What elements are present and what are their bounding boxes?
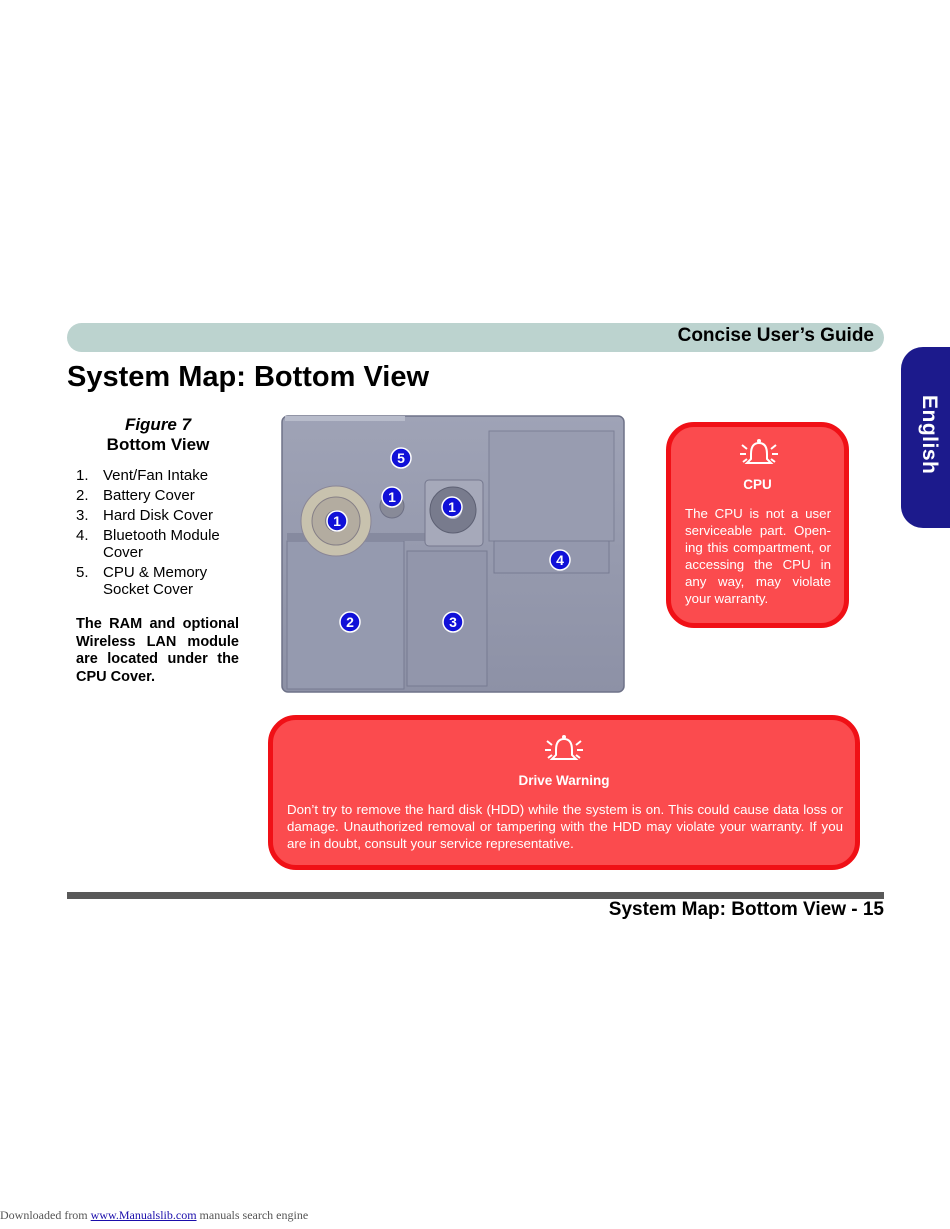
callout-badge: 1 (326, 510, 348, 532)
legend-item-label: CPU & Memory Socket Cover (103, 564, 208, 598)
legend-item-label: Vent/Fan Intake (103, 467, 209, 484)
legend-item: 4. Bluetooth Module Cover (76, 527, 246, 561)
drive-warning-title: Drive Warning (518, 773, 610, 788)
legend-item-number: 2. (76, 487, 89, 504)
cpu-warning-box: CPU The CPU is not a user serviceable pa… (666, 422, 849, 628)
callout-number: 1 (333, 513, 341, 529)
callout-number: 3 (449, 614, 457, 630)
legend-item-number: 3. (76, 507, 89, 524)
footer-rule (67, 892, 884, 899)
language-tab[interactable]: English (901, 347, 950, 528)
legend-item-number: 1. (76, 467, 89, 484)
legend-item: 2. Battery Cover (76, 487, 246, 504)
bell-alarm-icon (545, 735, 583, 760)
drive-warning-text: Don’t try to remove the hard disk (HDD) … (287, 802, 843, 851)
header-bar: Concise User’s Guide (67, 323, 884, 352)
callout-badge: 1 (441, 496, 463, 518)
callout-badge: 2 (339, 611, 361, 633)
legend-item-number: 5. (76, 564, 89, 581)
figure-number: Figure 7 (124, 415, 192, 434)
legend-item: 3. Hard Disk Cover (76, 507, 246, 524)
download-notice: Downloaded from www.Manualslib.com manua… (0, 1208, 308, 1223)
legend-item-label: Bluetooth Module Cover (103, 527, 220, 561)
ram-wlan-note: The RAM and optional Wireless LAN module… (76, 616, 239, 685)
callout-badge: 5 (390, 447, 412, 469)
language-tab-label: English (918, 395, 941, 475)
bell-alarm-icon (740, 439, 778, 464)
cpu-warning-text: The CPU is not a user serviceable part. … (685, 506, 831, 606)
callout-badge: 3 (442, 611, 464, 633)
figure-caption: Bottom View (106, 435, 210, 454)
callout-number: 4 (556, 552, 564, 568)
figure-legend: 1. Vent/Fan Intake 2. Battery Cover 3. Hard… (76, 467, 246, 601)
drive-warning-box: Drive Warning Don’t try to remove the ha… (268, 715, 860, 870)
callout-number: 2 (346, 614, 354, 630)
callout-badge: 4 (549, 549, 571, 571)
callout-number: 1 (388, 489, 396, 505)
cpu-warning-title: CPU (743, 477, 772, 492)
callout-badge: 1 (381, 486, 403, 508)
legend-item-label: Hard Disk Cover (103, 507, 214, 524)
legend-item-label: Battery Cover (103, 487, 195, 504)
guide-title: Concise User’s Guide (677, 325, 874, 346)
footer-page-label: System Map: Bottom View - 15 (608, 899, 884, 920)
legend-item: 5. CPU & Memory Socket Cover (76, 564, 246, 598)
laptop-bottom-photo: 5 1 1 1 4 2 3 (281, 415, 625, 693)
callout-number: 5 (397, 450, 405, 466)
legend-item-number: 4. (76, 527, 89, 544)
download-prefix: Downloaded from (0, 1208, 88, 1222)
manualslib-link[interactable]: www.Manualslib.com (90, 1208, 197, 1222)
download-suffix: manuals search engine (199, 1208, 309, 1222)
callout-number: 1 (448, 499, 456, 515)
page-title: System Map: Bottom View (67, 361, 430, 393)
legend-item: 1. Vent/Fan Intake (76, 467, 246, 484)
